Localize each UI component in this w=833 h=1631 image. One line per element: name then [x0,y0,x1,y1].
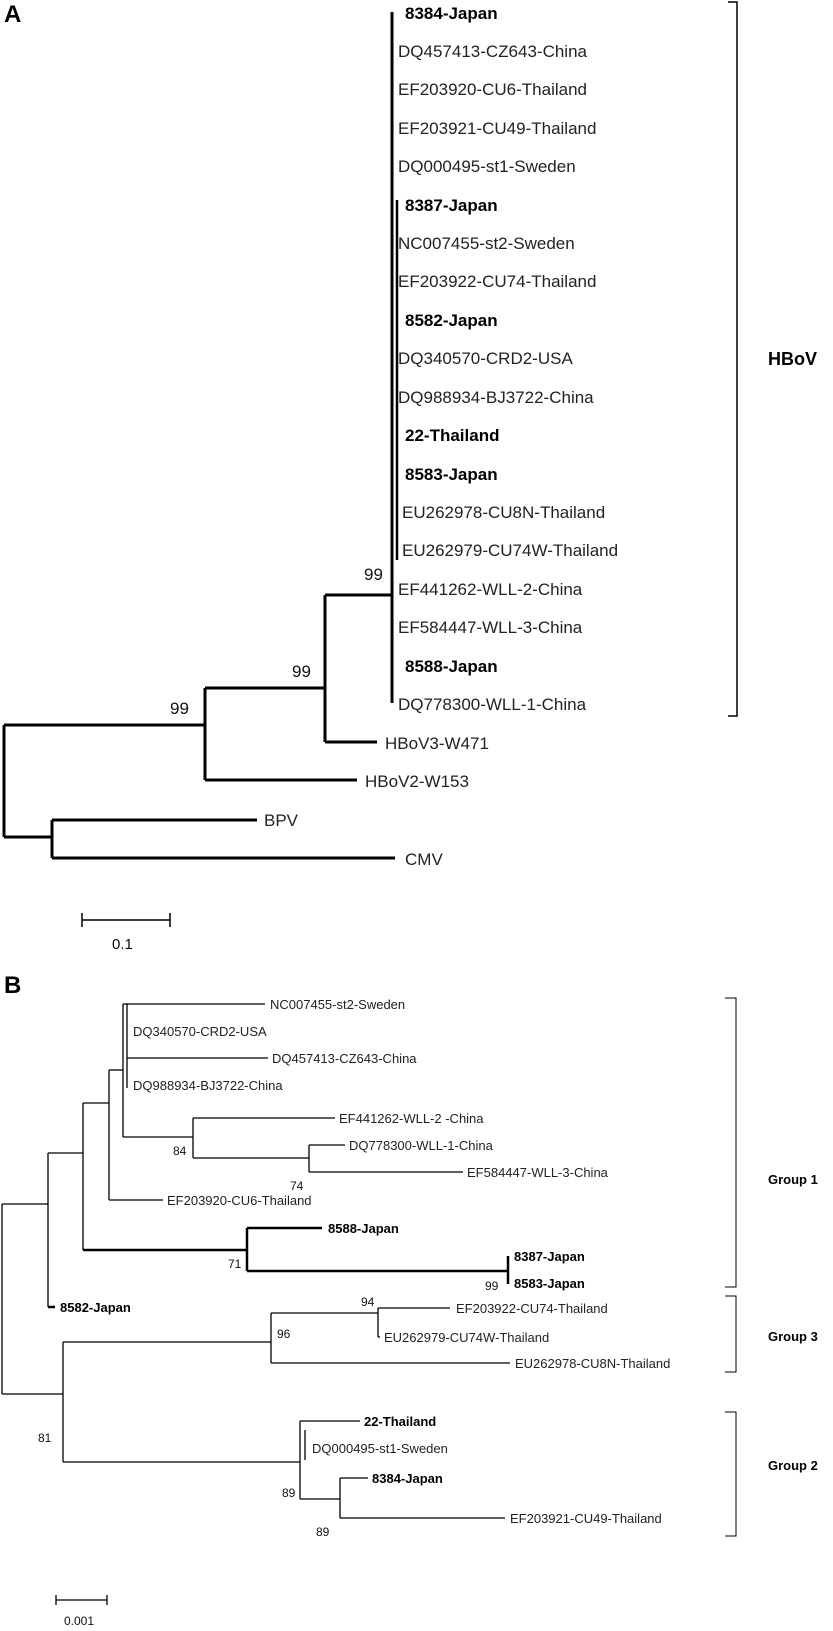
a-tip-label: 8387-Japan [405,196,498,215]
b-tip-label: DQ988934-BJ3722-China [133,1078,283,1093]
a-hbov-bracket: HBoV [728,1,817,717]
a-scale-label: 0.1 [112,936,133,953]
b-tip-label: 22-Thailand [364,1414,436,1429]
a-tip-label: 22-Thailand [405,426,499,445]
b-tip-label: 8582-Japan [60,1300,131,1315]
panel-b-bootstrap: 84 74 71 99 94 96 81 89 89 [38,1144,499,1539]
a-tip-label: EU262978-CU8N-Thailand [402,503,605,522]
a-tip-label: EF203921-CU49-Thailand [398,119,596,138]
a-tip-label: 8582-Japan [405,311,498,330]
b-tip-label: 8384-Japan [372,1471,443,1486]
panel-b-tip-labels: NC007455-st2-Sweden DQ340570-CRD2-USA DQ… [60,997,670,1526]
b-tip-label: 8588-Japan [328,1221,399,1236]
a-tip-label: 8583-Japan [405,465,498,484]
b-tip-label: DQ000495-st1-Sweden [312,1441,448,1456]
panel-b-branches [1,1003,510,1519]
a-tip-label-hbov2: HBoV2-W153 [365,772,469,791]
b-tip-label: EF203921-CU49-Thailand [510,1511,662,1526]
a-tip-label: 8384-Japan [405,4,498,23]
a-bootstrap-value: 99 [292,662,311,681]
a-tip-label: DQ340570-CRD2-USA [398,349,573,368]
a-tip-label: NC007455-st2-Sweden [398,234,575,253]
b-tip-label: DQ778300-WLL-1-China [349,1138,494,1153]
b-group-2-bracket [725,1411,737,1537]
b-tip-label: EF203922-CU74-Thailand [456,1301,608,1316]
b-bootstrap-value: 84 [173,1144,187,1158]
a-tip-label: DQ000495-st1-Sweden [398,157,576,176]
a-tip-label: EF584447-WLL-3-China [398,618,583,637]
b-tip-label: NC007455-st2-Sweden [270,997,405,1012]
panel-a-bootstrap: 99 99 99 [170,565,383,718]
a-tip-label: EF441262-WLL-2-China [398,580,583,599]
b-scale-bar: 0.001 [55,1595,108,1628]
a-bootstrap-value: 99 [170,699,189,718]
b-bootstrap-value: 89 [282,1486,296,1500]
b-scale-label: 0.001 [64,1614,94,1628]
b-tip-label: EF203920-CU6-Thailand [167,1193,312,1208]
a-clade-bracket [728,1,738,717]
a-tip-label: EU262979-CU74W-Thailand [402,541,618,560]
panel-a: A 8384-Japan DQ457413-CZ643-China [2,1,817,953]
a-tip-label-cmv: CMV [405,850,443,869]
panel-a-branches [2,12,399,860]
a-tip-label: DQ988934-BJ3722-China [398,388,594,407]
a-tip-label: DQ457413-CZ643-China [398,42,588,61]
b-bootstrap-value: 99 [485,1279,499,1293]
b-group-3-label: Group 3 [768,1329,818,1344]
b-tip-label: EF441262-WLL-2 -China [339,1111,484,1126]
a-tip-label: 8588-Japan [405,657,498,676]
b-bootstrap-value: 96 [277,1327,291,1341]
a-tip-label-hbov3: HBoV3-W471 [385,734,489,753]
b-tip-label: EU262978-CU8N-Thailand [515,1356,670,1371]
b-tip-label: EF584447-WLL-3-China [467,1165,609,1180]
b-tip-label: DQ340570-CRD2-USA [133,1024,267,1039]
b-group-1-bracket [725,997,737,1288]
panel-a-tip-labels: 8384-Japan DQ457413-CZ643-China EF203920… [264,4,618,869]
b-group-2-label: Group 2 [768,1458,818,1473]
panel-a-label: A [4,1,21,28]
panel-b-label: B [4,972,21,999]
b-bootstrap-value: 89 [316,1525,330,1539]
a-bootstrap-value: 99 [364,565,383,584]
b-tip-label: 8387-Japan [514,1249,585,1264]
b-bootstrap-value: 71 [228,1257,242,1271]
b-tip-label: DQ457413-CZ643-China [272,1051,417,1066]
b-group-brackets: Group 1 Group 3 Group 2 [725,997,818,1537]
a-tip-label: EF203922-CU74-Thailand [398,272,596,291]
b-bootstrap-value: 94 [361,1295,375,1309]
b-group-1-label: Group 1 [768,1172,818,1187]
a-clade-label-hbov: HBoV [768,349,817,369]
b-tip-label: EU262979-CU74W-Thailand [384,1330,549,1345]
a-scale-bar: 0.1 [81,913,171,953]
b-group-3-bracket [725,1295,737,1373]
b-bootstrap-value: 81 [38,1431,52,1445]
b-bootstrap-value: 74 [290,1179,304,1193]
panel-b: B [1,972,818,1628]
a-tip-label-bpv: BPV [264,811,299,830]
a-tip-label: EF203920-CU6-Thailand [398,80,587,99]
b-tip-label: 8583-Japan [514,1276,585,1291]
a-tip-label: DQ778300-WLL-1-China [398,695,587,714]
